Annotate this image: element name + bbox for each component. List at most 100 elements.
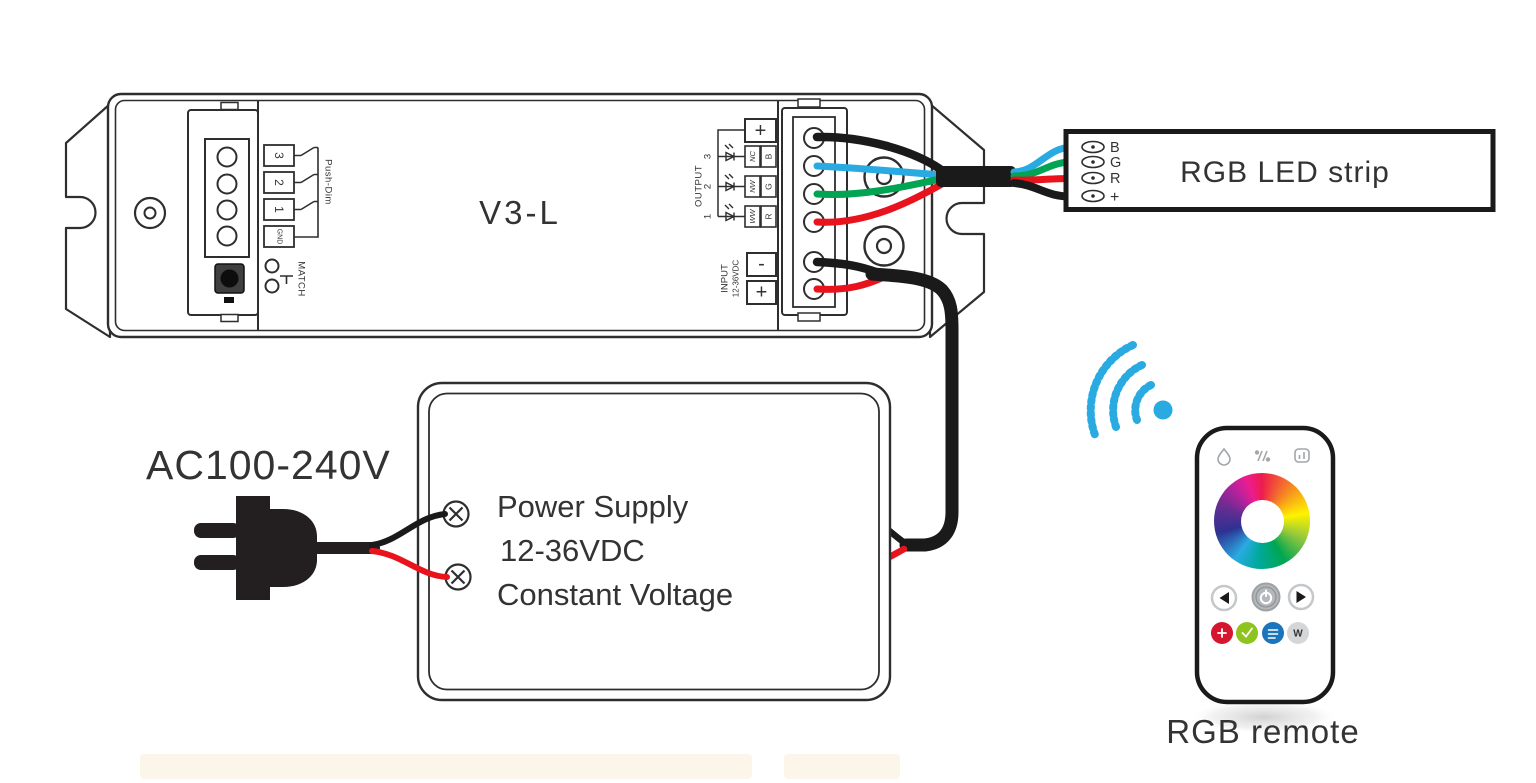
- controller-body-inner: [114, 99, 926, 332]
- output-label: OUTPUT: [694, 165, 705, 207]
- dim-terminal-gnd-label: GND: [276, 229, 283, 245]
- push-dim-label: Push-Dim: [323, 159, 334, 205]
- screw-hole: [863, 156, 905, 198]
- screw-hole-center: [875, 237, 893, 255]
- scene-icon: [1294, 448, 1310, 463]
- scene-icon-bars: [1298, 452, 1305, 459]
- screw-hole: [133, 196, 167, 230]
- output-wires: [812, 132, 946, 226]
- pad-label-r: R: [1110, 171, 1120, 187]
- ac-plug: AC100-240V: [146, 442, 450, 600]
- dim-terminal-2-label: 2: [272, 179, 286, 186]
- plate-tab: [220, 313, 239, 323]
- power-icon: [1259, 589, 1273, 605]
- strip-pads: [1081, 140, 1105, 203]
- pad-label-b: B: [1110, 140, 1120, 156]
- blue-button: [1262, 622, 1284, 644]
- output-color-r: R: [764, 213, 774, 219]
- watermark-band: [784, 754, 900, 779]
- remote-top-icons: [1217, 447, 1310, 466]
- push-dim-switches: [294, 146, 319, 238]
- output-color-g: G: [764, 183, 774, 190]
- screw-hole-center: [143, 206, 157, 220]
- rgb-led-strip: B G R + RGB LED strip: [1063, 129, 1496, 212]
- blue-button-glyph: [1267, 629, 1279, 639]
- output-circuit-lines: [717, 129, 745, 218]
- speed-icon-dot: [1265, 457, 1271, 462]
- output-color-box: [760, 145, 777, 168]
- terminal-port: [216, 173, 238, 195]
- wifi-arc-middle: [1109, 361, 1146, 431]
- input-label: INPUT: [720, 264, 731, 293]
- output-channel-2: 2: [703, 184, 714, 189]
- speed-icon-dot: [1254, 450, 1260, 455]
- wifi-arc-inner: [1131, 381, 1155, 424]
- color-wheel-hole: [1240, 499, 1284, 543]
- dim-terminal-block: [204, 138, 250, 258]
- screw-terminal-strip: [792, 116, 836, 308]
- output-type-nc: NC: [748, 151, 757, 162]
- white-button-label: W: [1293, 629, 1303, 640]
- psu-body-inner: [428, 392, 880, 691]
- green-wire: [813, 175, 944, 198]
- remote-title: RGB remote: [1166, 713, 1359, 750]
- indicator-led: [224, 297, 234, 303]
- input-minus-terminal: [746, 252, 777, 277]
- dim-terminal-3-label: 3: [272, 152, 286, 159]
- strip-title: RGB LED strip: [1180, 156, 1390, 189]
- plus-wire: [812, 132, 945, 174]
- plate-tab: [797, 312, 821, 322]
- wifi-signal-icon: [1086, 341, 1155, 439]
- power-cable: [865, 267, 959, 552]
- white-button: [1287, 622, 1309, 644]
- green-button-glyph: [1241, 627, 1253, 638]
- psu-line1: Power Supply: [497, 489, 689, 524]
- psu-body: [416, 381, 892, 702]
- red-button-glyph: [1217, 628, 1227, 638]
- output-type-nw: NW: [748, 179, 757, 192]
- led-controller: 3 2 1 GND Push-Dim MATCH V3-L + 3 2 1: [64, 92, 986, 339]
- output-color-box: [760, 175, 777, 198]
- ac-red-wire: [369, 548, 450, 580]
- output-type-box: [744, 145, 761, 168]
- input-minus-label: -: [758, 253, 765, 275]
- input-plus-terminal: [746, 280, 777, 305]
- terminal-port: [216, 146, 238, 168]
- output-type-box: [744, 175, 761, 198]
- match-push-button-cap: [220, 269, 239, 288]
- prev-arrow-icon: [1219, 592, 1229, 604]
- psu-line3: Constant Voltage: [497, 577, 733, 612]
- wifi-dot: [1153, 400, 1173, 420]
- blue-wire: [813, 162, 944, 179]
- output-channel-3: 3: [703, 154, 714, 159]
- psu-line2: 12-36VDC: [500, 533, 645, 568]
- plate-tab: [220, 101, 239, 111]
- match-contact: [264, 278, 280, 294]
- color-wheel: [1214, 473, 1310, 569]
- red-wire: [813, 180, 946, 226]
- power-button-ring: [1255, 586, 1277, 608]
- wifi-arc-outer: [1086, 341, 1137, 439]
- green-button: [1236, 622, 1258, 644]
- speed-icon: [1257, 450, 1268, 462]
- terminal-port: [216, 199, 238, 221]
- pad-label-plus: +: [1110, 189, 1119, 206]
- plug-prong: [194, 523, 240, 538]
- input-voltage-label: 12-36VDC: [732, 260, 741, 298]
- model-label: V3-L: [479, 194, 561, 231]
- screw-hole: [863, 225, 905, 267]
- plug-body: [236, 496, 317, 600]
- match-symbol: [280, 275, 293, 284]
- right-mounting-ear: [928, 102, 986, 339]
- terminal-port: [216, 225, 238, 247]
- strip-body: [1063, 129, 1496, 212]
- plate-tab: [797, 98, 821, 108]
- ac-screw-terminals: [442, 500, 472, 591]
- plug-prong: [194, 555, 240, 570]
- pad-label-g: G: [1110, 155, 1121, 171]
- color-icon: [1217, 447, 1231, 466]
- remote-reflection: [1190, 700, 1338, 734]
- power-supply: Power Supply 12-36VDC Constant Voltage: [416, 381, 892, 702]
- match-label: MATCH: [296, 261, 307, 297]
